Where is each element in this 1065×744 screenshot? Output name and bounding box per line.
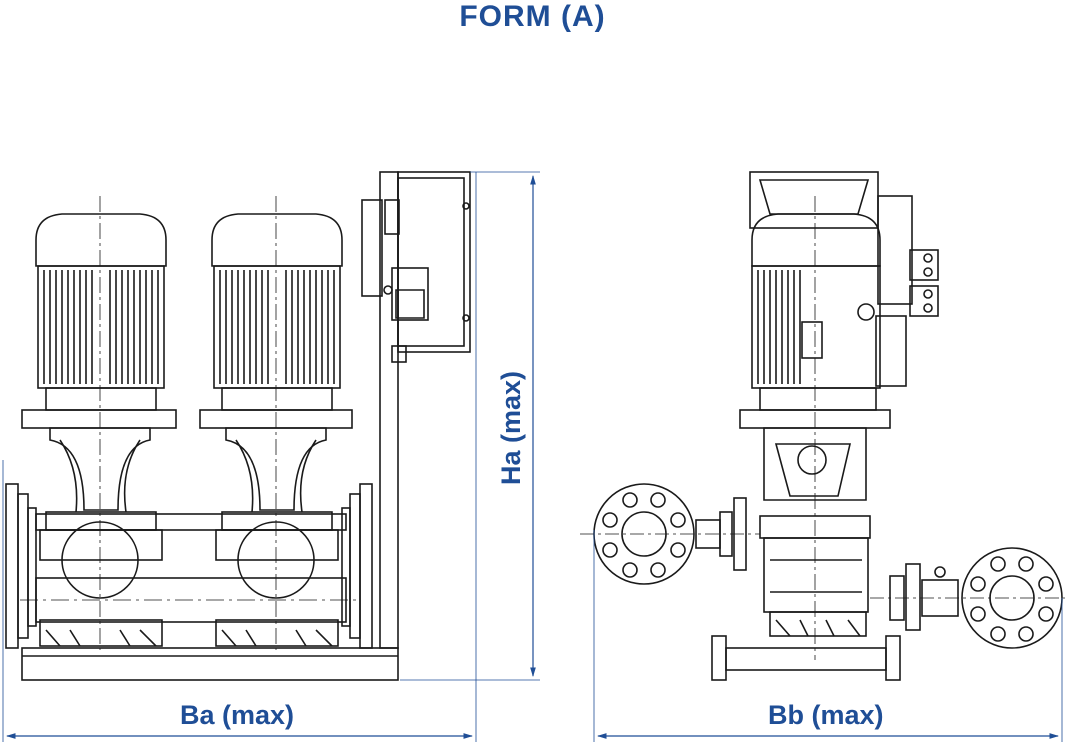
pump-left-2 xyxy=(199,196,353,650)
panel-mast xyxy=(379,171,399,649)
discharge-flange xyxy=(870,547,1065,649)
dimension-label-bb: Bb (max) xyxy=(768,700,884,730)
side-view xyxy=(580,171,1065,681)
base-frame xyxy=(21,647,399,681)
dimension-label-ha: Ha (max) xyxy=(496,370,526,485)
side-base xyxy=(725,647,887,671)
pump-left-1 xyxy=(21,196,177,650)
dimension-lines xyxy=(2,171,1063,742)
suction-flange xyxy=(580,483,760,585)
manifolds xyxy=(5,483,373,649)
diagram-title: FORM (A) xyxy=(459,0,606,33)
control-cabinet xyxy=(361,171,471,363)
front-view xyxy=(5,171,471,681)
dimension-label-ba: Ba (max) xyxy=(180,700,295,730)
